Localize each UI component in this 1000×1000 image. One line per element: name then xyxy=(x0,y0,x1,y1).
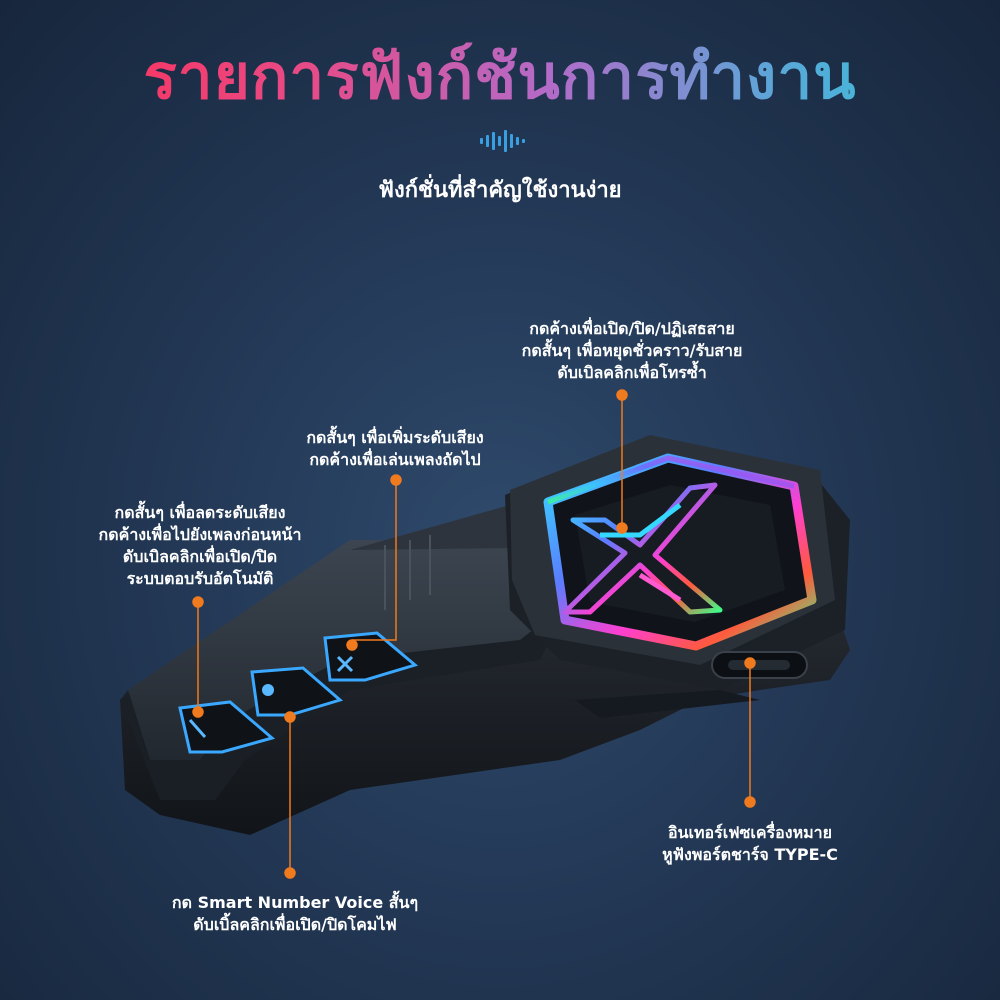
callout-line: ดับเบิ้ลคลิกเพื่อเปิด/ปิดโคมไฟ xyxy=(193,915,397,934)
callout-volume-down: กดสั้นๆ เพื่อลดระดับเสียง กดค้างเพื่อไปย… xyxy=(60,502,340,590)
x-logo-icon xyxy=(562,482,723,615)
callout-line: กดค้างเพื่อไปยังเพลงก่อนหน้า xyxy=(98,525,302,544)
callout-line: อินเทอร์เฟซเครื่องหมาย xyxy=(667,823,833,842)
callout-line: กดสั้นๆ เพื่อเพิ่มระดับเสียง xyxy=(306,428,484,447)
voice-button[interactable] xyxy=(250,666,344,717)
callout-voice-button: กด Smart Number Voice สั้นๆ ดับเบิ้ลคลิก… xyxy=(145,892,445,936)
callout-line: กดสั้นๆ เพื่อหยุดชั่วคราว/รับสาย xyxy=(521,341,743,360)
callout-line: กดสั้นๆ เพื่อลดระดับเสียง xyxy=(114,503,286,522)
page-title: รายการฟังก์ชันการทำงาน xyxy=(0,28,1000,126)
callout-type-c: อินเทอร์เฟซเครื่องหมาย หูฟังพอร์ตชาร์จ T… xyxy=(620,822,880,866)
page-subtitle: ฟังก์ชั่นที่สำคัญใช้งานง่าย xyxy=(378,178,622,203)
callout-line: กดค้างเพื่อเล่นเพลงถัดไป xyxy=(309,450,481,469)
callout-leaders xyxy=(192,389,756,879)
callout-line: หูฟังพอร์ตชาร์จ TYPE-C xyxy=(662,845,838,864)
callout-volume-up: กดสั้นๆ เพื่อเพิ่มระดับเสียง กดค้างเพื่อ… xyxy=(265,427,525,471)
callout-line: ดับเบิลคลิกเพื่อโทรซ้ำ xyxy=(557,363,707,382)
callout-line: กดค้างเพื่อเปิด/ปิด/ปฏิเสธสาย xyxy=(529,319,735,338)
callout-line: กด Smart Number Voice สั้นๆ xyxy=(171,893,419,912)
callout-main-button: กดค้างเพื่อเปิด/ปิด/ปฏิเสธสาย กดสั้นๆ เพ… xyxy=(492,318,772,384)
type-c-port-icon xyxy=(711,651,808,679)
callout-line: ดับเบิลคลิกเพื่อเปิด/ปิด xyxy=(122,547,278,566)
callout-line: ระบบตอบรับอัตโนมัติ xyxy=(126,569,274,588)
sound-wave-icon xyxy=(480,130,525,152)
